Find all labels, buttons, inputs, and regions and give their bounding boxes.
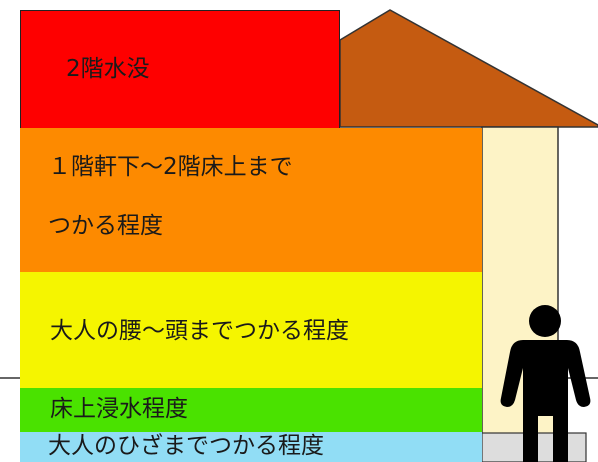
level-1f-eaves-to-2f-floor: １階軒下〜2階床上まで つかる程度 [20, 128, 482, 273]
level-label: 大人のひざまでつかる程度 [48, 433, 324, 459]
level-above-floor: 床上浸水程度 [20, 388, 482, 433]
level-label: つかる程度 [48, 213, 163, 239]
level-label: 床上浸水程度 [50, 396, 188, 422]
level-label: 2階水没 [66, 56, 150, 82]
house-roof [339, 9, 598, 128]
level-knee-deep: 大人のひざまでつかる程度 [20, 432, 482, 462]
person-icon [500, 305, 591, 462]
level-label: 大人の腰〜頭までつかる程度 [50, 318, 349, 344]
level-2f-submerged: 2階水没 [20, 10, 340, 130]
level-waist-to-head: 大人の腰〜頭までつかる程度 [20, 272, 482, 390]
level-label: １階軒下〜2階床上まで [48, 154, 293, 180]
